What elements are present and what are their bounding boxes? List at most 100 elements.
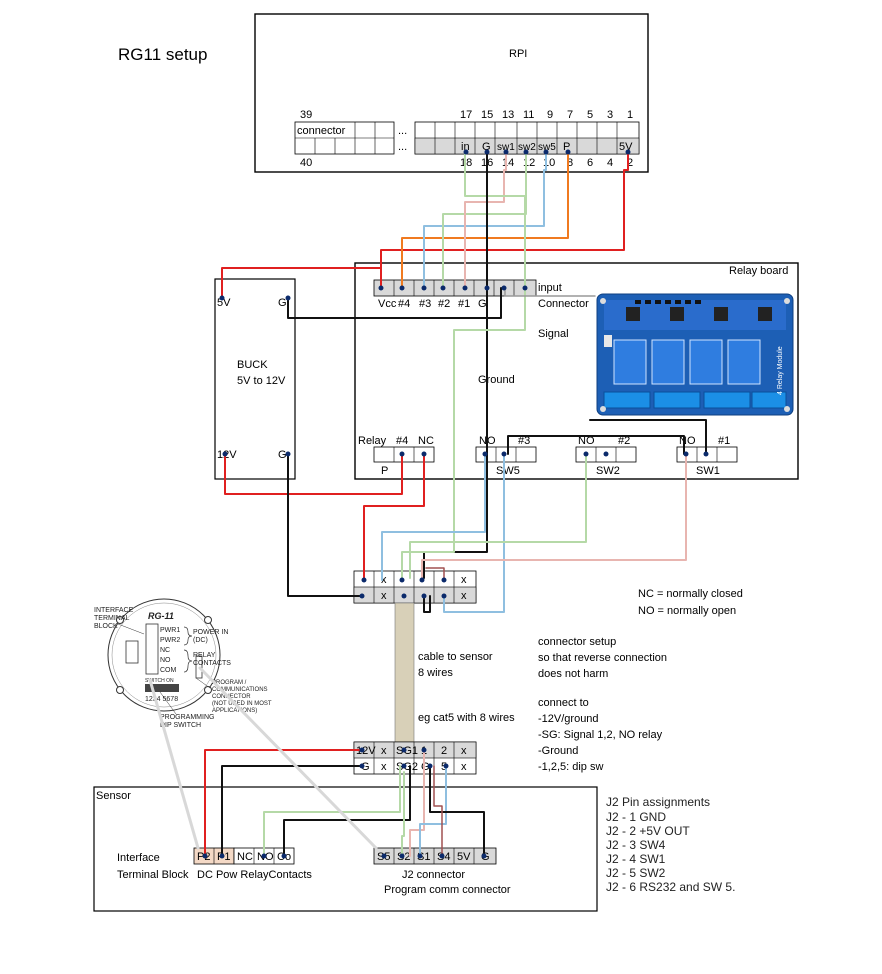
wire-black-relay2 xyxy=(589,419,707,455)
terminal-dots xyxy=(202,149,709,859)
wire-red-12v xyxy=(224,453,403,495)
relay-input-pin: Vcc xyxy=(378,298,397,310)
wire-blue-relay xyxy=(381,453,486,581)
sensor-conn-cell: x xyxy=(461,761,467,773)
sensor-conn-cell: G xyxy=(421,761,430,773)
j2-connector xyxy=(373,847,497,865)
j2-assignment: J2 - 6 RS232 and SW 5. xyxy=(606,880,735,894)
j2-assignment: J2 - 2 +5V OUT xyxy=(606,824,690,838)
rg11-model: RG-11 xyxy=(148,611,174,621)
sensor-conn-cell: x xyxy=(381,745,387,757)
rpi-pin-top: 39 xyxy=(300,109,312,121)
rpi-pin-label: sw1 xyxy=(497,142,515,153)
relay-1-name: SW1 xyxy=(696,465,720,477)
diagram-title: RG11 setup xyxy=(118,45,207,64)
rpi-pin-label: G xyxy=(482,141,491,153)
rg11-terminal: NO xyxy=(160,657,171,664)
relay-4-nc: NC xyxy=(418,435,434,447)
sensor-cable-connector xyxy=(353,741,477,775)
rg11-callout: POWER IN xyxy=(193,629,228,636)
rg11-callout: TERMINAL xyxy=(94,615,130,622)
rpi-pin-bottom: 8 xyxy=(567,157,573,169)
wire-orange-p xyxy=(401,151,569,287)
note-nc: NC = normally closed xyxy=(638,588,743,600)
wire-darkred-sw xyxy=(425,567,445,581)
terminal-block-label: Terminal Block xyxy=(117,869,189,881)
cable-x-mark: x xyxy=(381,574,387,586)
sensor-box xyxy=(93,786,598,912)
wire-green-in xyxy=(464,151,526,287)
relay-input-pin: #4 xyxy=(398,298,410,310)
relay-input-header xyxy=(373,279,537,297)
relay-board-label: Relay board xyxy=(729,265,788,277)
wire-black-buck-ground xyxy=(287,453,361,597)
cable-x-mark: x xyxy=(461,590,467,602)
rpi-pin-bottom: 2 xyxy=(627,157,633,169)
j2-pin: 5V xyxy=(457,851,471,863)
rg11-terminal: NC xyxy=(160,647,170,654)
buck-pin-g-top: G xyxy=(278,297,287,309)
rpi-pin-top: 11 xyxy=(523,109,534,121)
wire-5v-red xyxy=(380,151,629,287)
relay-input-pin: #3 xyxy=(419,298,431,310)
note-cable-2: 8 wires xyxy=(418,667,453,679)
rpi-header-left xyxy=(294,121,395,155)
relay-2-no: NO xyxy=(578,435,595,447)
relay-2-id: #2 xyxy=(618,435,630,447)
relay-connector-label: Connector xyxy=(538,298,589,310)
rg11-callout: BLOCK xyxy=(94,623,118,630)
wire-blue-ret xyxy=(443,453,505,613)
rpi-pin-label: 5V xyxy=(619,141,633,153)
note-connect: -Ground xyxy=(538,745,578,757)
rpi-pin-bottom: 6 xyxy=(587,157,593,169)
rpi-pin-label: P xyxy=(563,141,570,153)
wire-green-relay xyxy=(409,453,587,579)
rpi-ellipsis-top: ... xyxy=(398,125,407,137)
rpi-pin-bottom: 40 xyxy=(300,157,312,169)
relay-input-pin: G xyxy=(478,298,487,310)
note-connect: -12V/ground xyxy=(538,713,599,725)
buck-title: BUCK xyxy=(237,359,268,371)
wire-black-sw xyxy=(423,595,431,613)
sensor-conn-cell: 2 xyxy=(441,745,447,757)
relay-signal-label: Signal xyxy=(538,328,569,340)
wire-green-signal xyxy=(401,287,526,581)
pointer-j2 xyxy=(198,666,378,850)
relay-4-name: P xyxy=(381,465,388,477)
rpi-pin-top: 15 xyxy=(481,109,493,121)
wire-pink-relay xyxy=(421,453,687,581)
relay-module-text: 4 Relay Module xyxy=(777,346,784,395)
buck-subtitle: 5V to 12V xyxy=(237,375,286,387)
sensor-conn-cell: SG1 xyxy=(396,745,418,757)
rpi-pin-bottom: 12 xyxy=(523,157,535,169)
rg11-callout: DIP SWITCH xyxy=(160,722,201,729)
rg11-device xyxy=(107,598,221,715)
wire-green-sensor xyxy=(263,765,401,857)
relay-3-name: SW5 xyxy=(496,465,520,477)
rg11-terminal: COM xyxy=(160,667,177,674)
note-setup: does not harm xyxy=(538,668,608,680)
wire-5v-buck xyxy=(221,267,382,299)
note-connect: connect to xyxy=(538,697,589,709)
note-connect: -1,2,5: dip sw xyxy=(538,761,603,773)
wire-pink-sw1 xyxy=(464,151,507,287)
rg11-callout: PROGRAMMING xyxy=(160,714,214,721)
j2-assignment: J2 - 4 SW1 xyxy=(606,852,666,866)
wire-black-buck-g xyxy=(287,287,502,319)
rpi-pin-top: 13 xyxy=(502,109,514,121)
buck-box xyxy=(214,278,296,480)
wire-pink-j2 xyxy=(409,749,425,857)
cable-connector xyxy=(353,570,477,604)
wire-darkred-j2 xyxy=(433,765,443,857)
rpi-pin-bottom: 10 xyxy=(543,157,555,169)
rg11-callout: (DC) xyxy=(193,637,208,644)
wire-black-sensor xyxy=(221,765,363,857)
rpi-ellipsis-bottom: ... xyxy=(398,141,407,153)
note-connect: -SG: Signal 1,2, NO relay xyxy=(538,729,663,741)
rg11-terminal: PWR1 xyxy=(160,627,180,634)
j2-assignment: J2 - 3 SW4 xyxy=(606,838,666,852)
rg11-callout: (NOT USED IN MOST xyxy=(212,701,272,707)
sensor-conn-cell: G xyxy=(361,761,370,773)
relay-3-id: #3 xyxy=(518,435,530,447)
rpi-pin-top: 9 xyxy=(547,109,553,121)
